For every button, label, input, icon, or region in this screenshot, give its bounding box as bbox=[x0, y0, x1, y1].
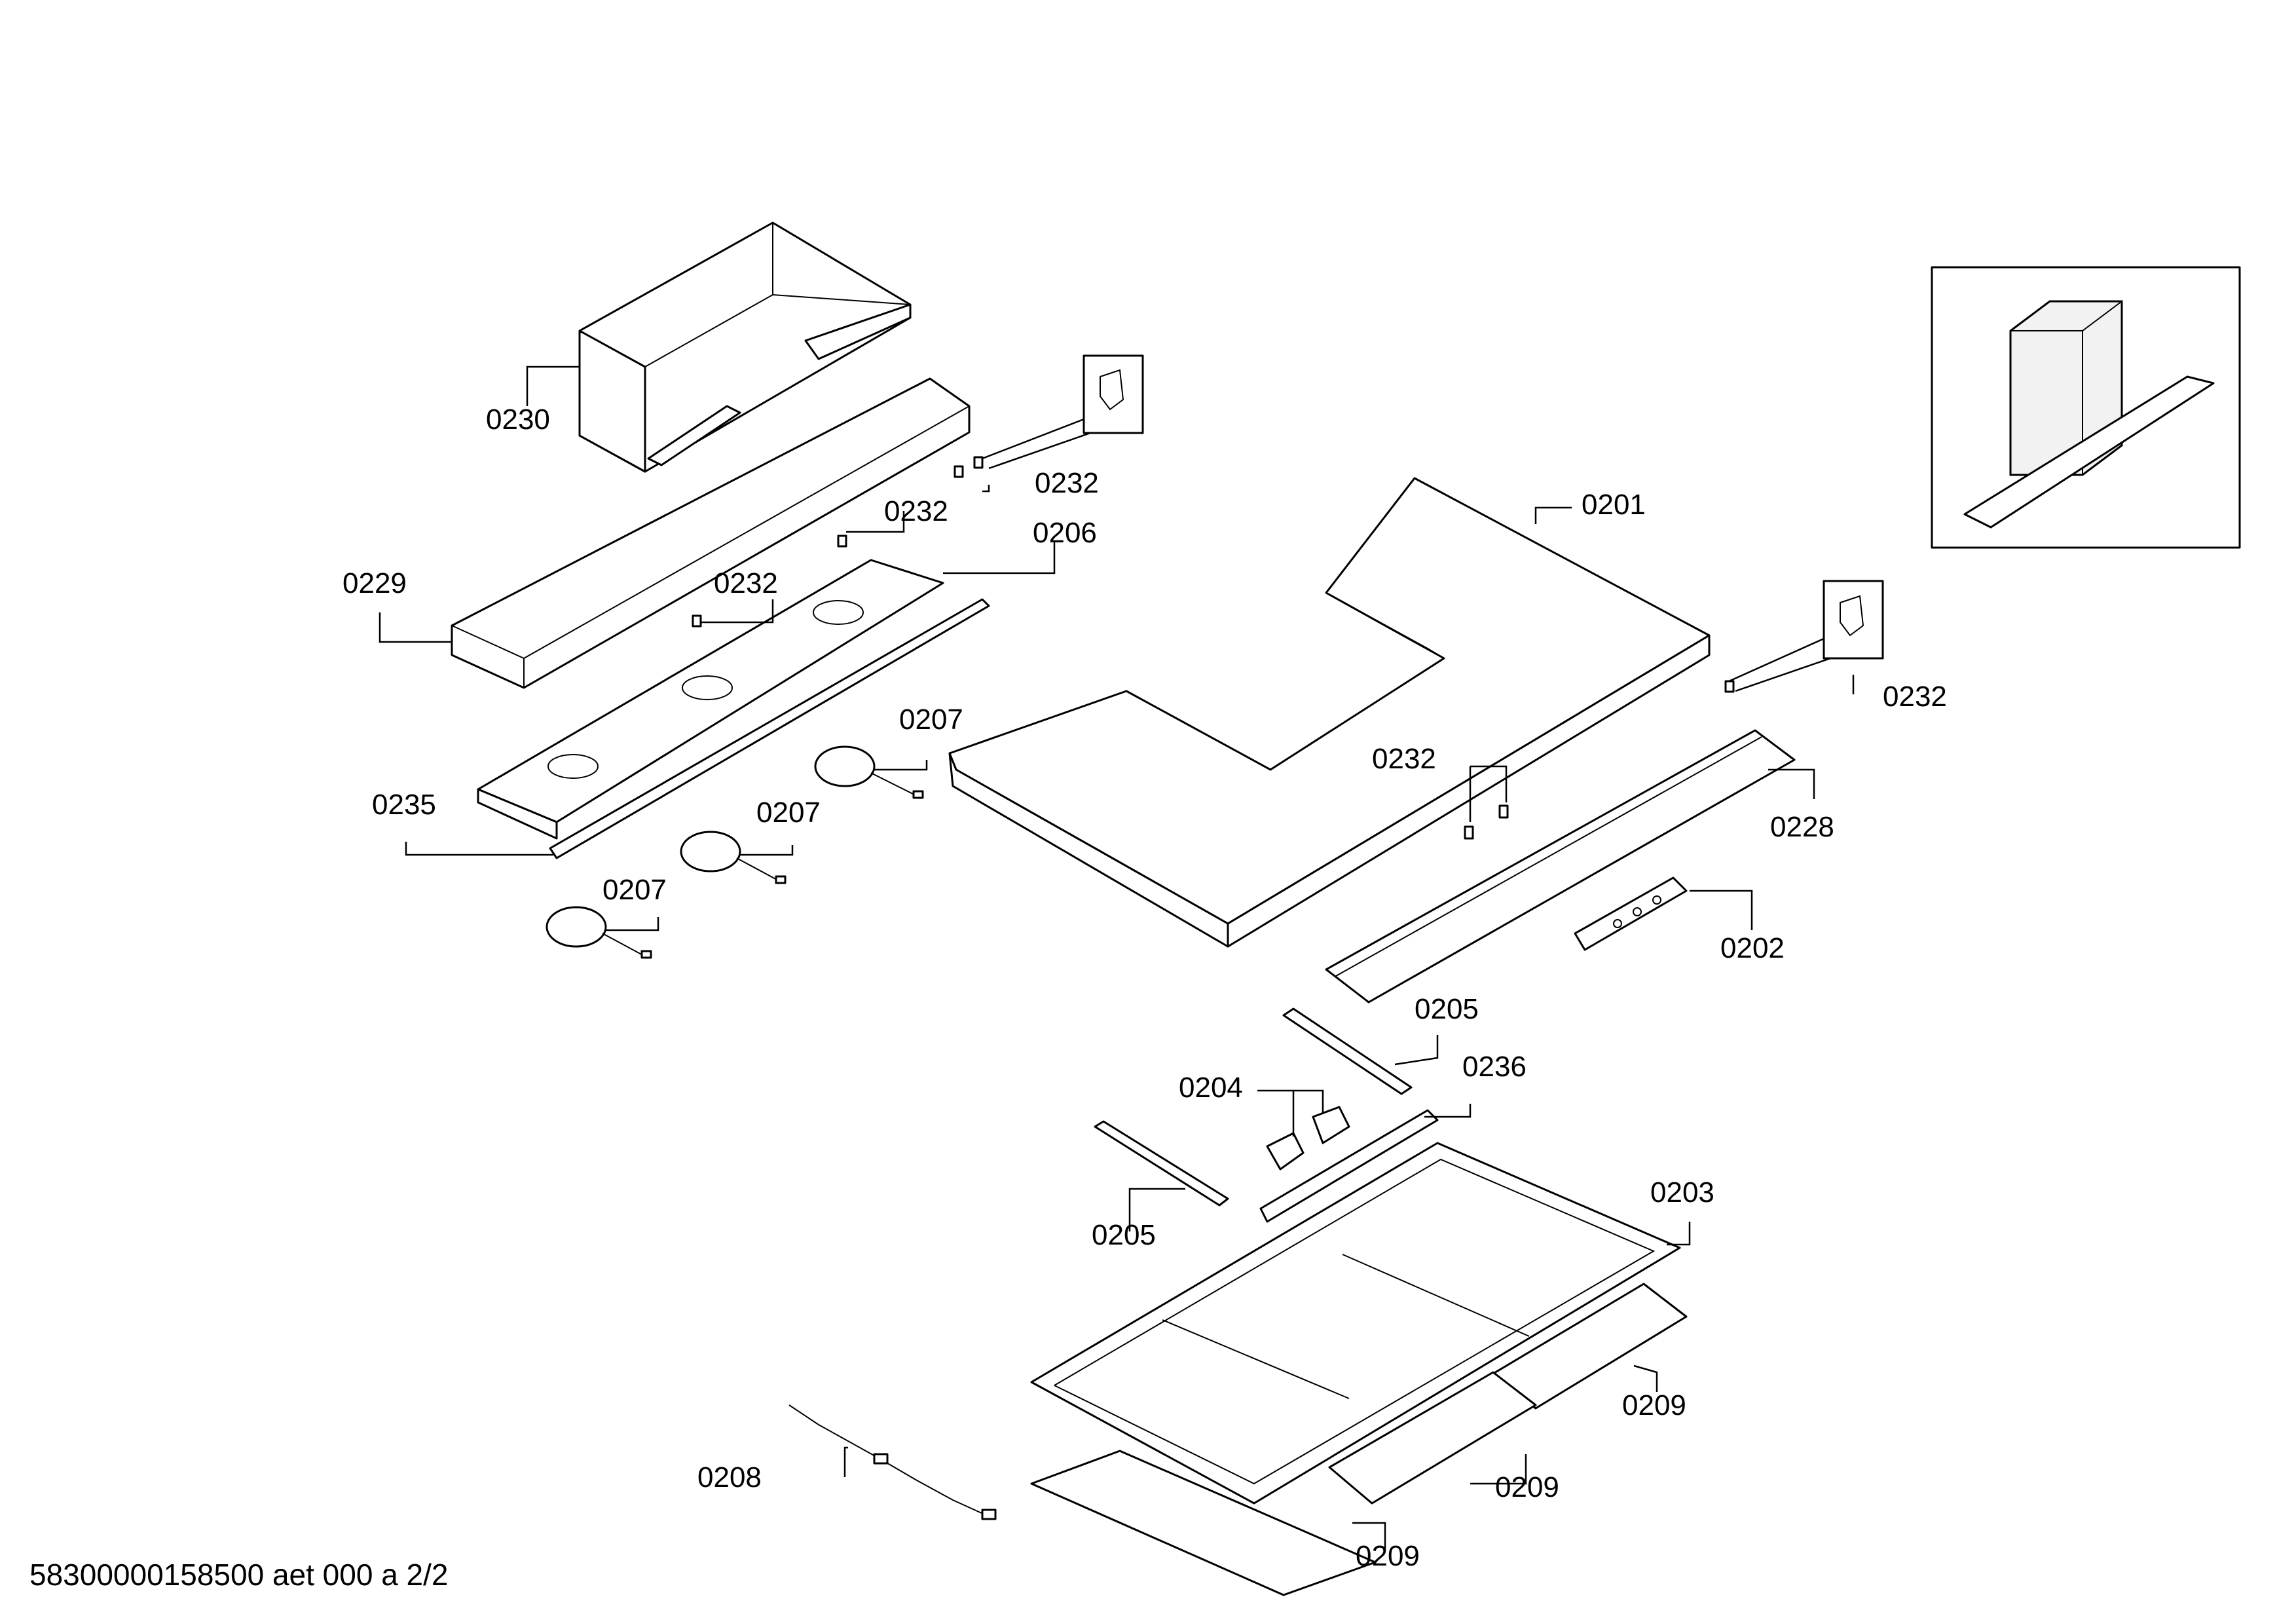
label-0205-lower: 0205 bbox=[1092, 1219, 1156, 1251]
label-0232-right: 0232 bbox=[1883, 681, 1947, 713]
label-0205-upper: 0205 bbox=[1415, 993, 1479, 1025]
label-0207-3: 0207 bbox=[602, 874, 667, 906]
part-0209-filter-2 bbox=[1328, 1371, 1537, 1505]
document-footer-code: 58300000158500 aet 000 a 2/2 bbox=[29, 1558, 449, 1592]
label-0232-center: 0232 bbox=[1372, 743, 1436, 775]
label-0232-upper: 0232 bbox=[1035, 467, 1099, 499]
leader-lines bbox=[379, 366, 1855, 1549]
label-0207-2: 0207 bbox=[756, 797, 821, 829]
part-0230-housing bbox=[578, 221, 912, 473]
overview-inset bbox=[1931, 266, 2241, 549]
part-0209-filter-3 bbox=[1030, 1450, 1377, 1596]
labels: 0230 0229 0232 0232 0206 0232 0201 0232 … bbox=[343, 404, 1947, 1572]
label-0209-3: 0209 bbox=[1356, 1540, 1420, 1572]
part-0205-bracket-lower bbox=[1094, 1120, 1229, 1207]
label-0236: 0236 bbox=[1462, 1051, 1527, 1083]
clip-0232-small-parts bbox=[692, 535, 1509, 840]
label-0203: 0203 bbox=[1650, 1176, 1714, 1209]
label-0201: 0201 bbox=[1582, 489, 1646, 521]
part-0228-rail bbox=[1325, 729, 1796, 1004]
label-0230: 0230 bbox=[486, 404, 550, 436]
label-0204: 0204 bbox=[1179, 1072, 1243, 1104]
part-0207-fan-2 bbox=[680, 831, 787, 884]
part-0205-bracket-upper bbox=[1282, 1007, 1413, 1095]
label-0228: 0228 bbox=[1770, 811, 1834, 843]
label-0235: 0235 bbox=[372, 789, 436, 821]
label-0207-1: 0207 bbox=[899, 704, 963, 736]
part-0207-fan-3 bbox=[546, 906, 652, 959]
label-0229: 0229 bbox=[343, 567, 407, 599]
label-0232-left: 0232 bbox=[714, 567, 778, 599]
label-0209-1: 0209 bbox=[1622, 1389, 1686, 1421]
part-0229-panel bbox=[451, 377, 971, 689]
part-0235-strip bbox=[549, 598, 990, 859]
label-0232-mid: 0232 bbox=[884, 495, 948, 527]
part-0236-bar bbox=[1259, 1109, 1439, 1223]
label-0202: 0202 bbox=[1720, 932, 1785, 964]
label-0209-2: 0209 bbox=[1495, 1471, 1559, 1503]
part-0201-hood-body bbox=[948, 477, 1711, 948]
part-0208-cable bbox=[788, 1404, 997, 1520]
part-0206-fan-carrier bbox=[477, 559, 944, 840]
part-0202-control-module bbox=[1574, 876, 1688, 951]
clip-0232-detail-right bbox=[1724, 580, 1884, 693]
part-0203-canopy-frame bbox=[1030, 1142, 1681, 1505]
clip-0232-detail-upper bbox=[954, 354, 1144, 478]
part-0207-fan-1 bbox=[814, 745, 924, 799]
part-0204-hinge-2 bbox=[1312, 1106, 1350, 1144]
label-0206: 0206 bbox=[1033, 517, 1097, 549]
label-0208: 0208 bbox=[697, 1461, 762, 1493]
part-0204-hinge-1 bbox=[1266, 1132, 1305, 1171]
